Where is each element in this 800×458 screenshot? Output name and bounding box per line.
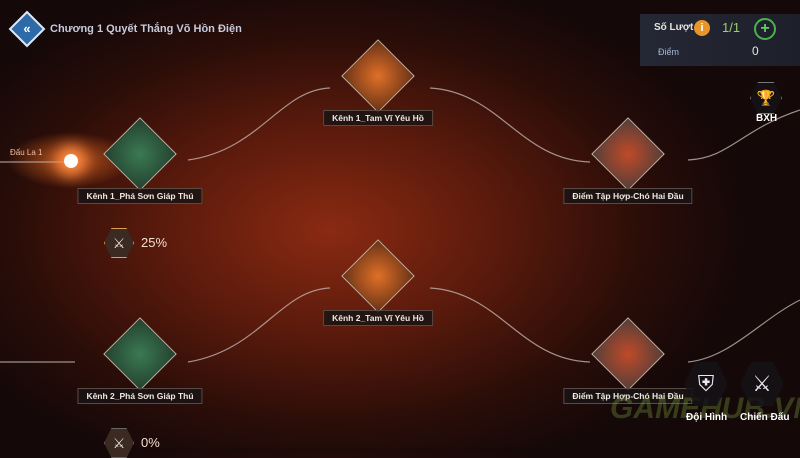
chapter-title: Chương 1 Quyết Thắng Võ Hồn Điện xyxy=(50,23,242,35)
stage-label: Kênh 1_Tam Vĩ Yêu Hồ xyxy=(323,110,433,126)
progress-value: 0% xyxy=(141,435,160,450)
double-chevron-left-icon: « xyxy=(23,21,31,36)
stage-label: Kênh 1_Phá Sơn Giáp Thú xyxy=(77,188,203,204)
beast-portrait xyxy=(343,41,413,111)
link xyxy=(187,87,331,161)
link xyxy=(187,287,331,363)
stage-node[interactable]: Điểm Tập Hợp-Chó Hai Đầu xyxy=(563,317,693,404)
stage-node[interactable]: Kênh 2_Phá Sơn Giáp Thú xyxy=(77,317,203,404)
start-label: Đấu La 1 xyxy=(10,148,43,157)
stage-node[interactable]: Kênh 1_Phá Sơn Giáp Thú xyxy=(77,117,203,204)
stats-panel: Số Lượt i 1/1 + Điểm 0 xyxy=(640,14,800,66)
link xyxy=(429,87,591,163)
battle-label: Chiến Đấu xyxy=(740,412,790,423)
add-turns-button[interactable]: + xyxy=(754,18,776,40)
link xyxy=(687,109,800,161)
start-star xyxy=(64,154,78,168)
beast-portrait xyxy=(593,319,663,389)
turns-label: Số Lượt xyxy=(654,22,694,33)
turns-value: 1/1 xyxy=(722,20,741,35)
points-value: 0 xyxy=(752,44,759,58)
beast-portrait xyxy=(593,119,663,189)
link xyxy=(687,299,800,363)
stage-label: Điểm Tập Hợp-Chó Hai Đầu xyxy=(563,188,693,204)
formation-label: Đội Hình xyxy=(686,412,728,423)
shield-sword-icon: ⛨ xyxy=(697,371,715,396)
beast-portrait xyxy=(343,241,413,311)
progress-value: 25% xyxy=(141,235,168,250)
stage-node[interactable]: Kênh 1_Tam Vĩ Yêu Hồ xyxy=(323,39,433,126)
stage-label: Điểm Tập Hợp-Chó Hai Đầu xyxy=(563,388,693,404)
beast-portrait xyxy=(105,119,175,189)
points-label: Điểm xyxy=(658,47,680,57)
stage-node[interactable]: Điểm Tập Hợp-Chó Hai Đầu xyxy=(563,117,693,204)
crossed-swords-icon: ⚔ xyxy=(752,371,772,396)
path-lines xyxy=(0,87,800,363)
trophy-icon: 🏆 xyxy=(756,90,776,107)
info-icon[interactable]: i xyxy=(694,20,710,36)
link xyxy=(429,287,591,363)
stage-label: Kênh 2_Phá Sơn Giáp Thú xyxy=(77,388,203,404)
stage-node[interactable]: Kênh 2_Tam Vĩ Yêu Hồ xyxy=(323,239,433,326)
stage-label: Kênh 2_Tam Vĩ Yêu Hồ xyxy=(323,310,433,326)
progress-sword-icon: ⚔ xyxy=(104,228,134,258)
leaderboard-label: BXH xyxy=(756,113,778,124)
beast-portrait xyxy=(105,319,175,389)
